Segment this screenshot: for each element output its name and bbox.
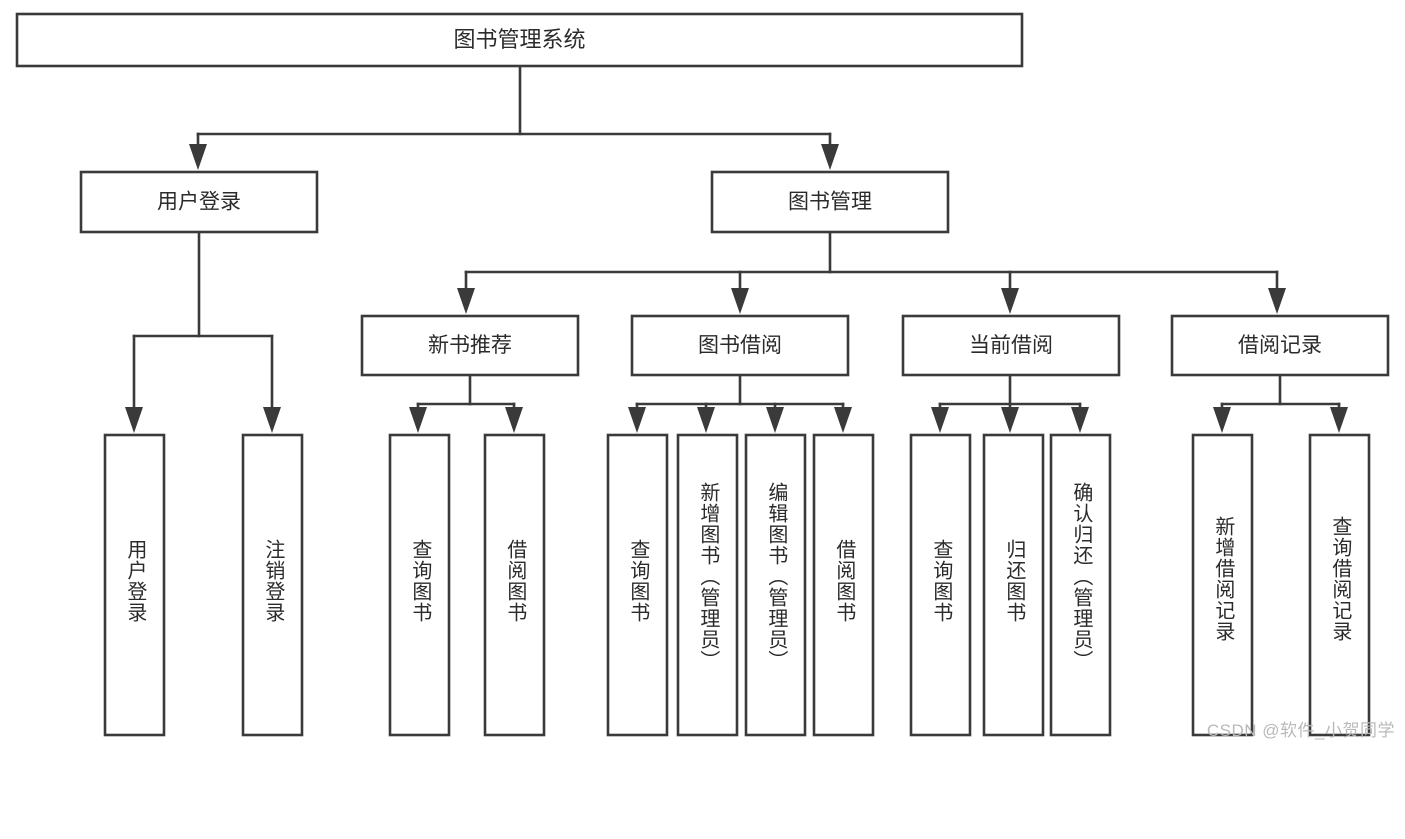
node-label-root: 图书管理系统	[453, 27, 585, 52]
arrow-head-icon	[189, 144, 207, 170]
node-label-new-book-rec: 新书推荐	[428, 334, 512, 357]
node-box-leaf-add-record[interactable]	[1191, 433, 1254, 737]
connector-borrow-record	[1213, 373, 1348, 433]
node-box-borrow-record[interactable]	[1170, 314, 1390, 377]
connector-current-borrow	[931, 373, 1089, 433]
connector-new-book-rec	[409, 373, 523, 433]
arrow-head-icon	[821, 144, 839, 170]
node-box-leaf-query-book-cb[interactable]	[909, 433, 972, 737]
arrow-head-icon	[766, 407, 784, 433]
arrow-head-icon	[1268, 288, 1286, 314]
node-box-leaf-edit-book[interactable]	[744, 433, 807, 737]
arrow-head-icon	[125, 407, 143, 433]
node-box-leaf-user-login[interactable]	[103, 433, 166, 737]
node-label-book-borrow: 图书借阅	[698, 334, 782, 357]
node-box-leaf-return-book[interactable]	[982, 433, 1045, 737]
node-box-new-book-rec[interactable]	[360, 314, 580, 377]
node-box-leaf-query-book-bb[interactable]	[606, 433, 669, 737]
diagram-canvas-root: 图书管理系统用户登录图书管理新书推荐图书借阅当前借阅借阅记录 用户登录注销登录查…	[15, 12, 1395, 740]
node-box-leaf-borrow-book-bb[interactable]	[812, 433, 875, 737]
node-box-leaf-query-record[interactable]	[1308, 433, 1371, 737]
node-box-book-manage[interactable]	[710, 170, 950, 234]
arrow-head-icon	[931, 407, 949, 433]
node-box-current-borrow[interactable]	[901, 314, 1121, 377]
arrow-head-icon	[834, 407, 852, 433]
node-box-leaf-add-book[interactable]	[676, 433, 739, 737]
connector-root	[189, 64, 839, 170]
arrow-head-icon	[1330, 407, 1348, 433]
csdn-watermark: CSDN @软件_小贺同学	[1206, 721, 1395, 740]
arrow-head-icon	[1213, 407, 1231, 433]
arrow-head-icon	[263, 407, 281, 433]
node-box-leaf-query-book-rec[interactable]	[388, 433, 451, 737]
node-label-book-manage: 图书管理	[788, 191, 872, 214]
connector-user-login	[125, 230, 281, 433]
arrow-head-icon	[505, 407, 523, 433]
node-box-book-borrow[interactable]	[630, 314, 850, 377]
connector-book-borrow	[628, 373, 852, 433]
arrow-head-icon	[731, 288, 749, 314]
node-label-user-login: 用户登录	[157, 191, 241, 214]
node-box-leaf-confirm-return[interactable]	[1049, 433, 1112, 737]
node-box-layer	[15, 12, 1390, 737]
node-label-current-borrow: 当前借阅	[969, 334, 1053, 357]
arrow-head-icon	[697, 407, 715, 433]
arrow-head-icon	[457, 288, 475, 314]
connector-layer	[125, 64, 1348, 433]
arrow-head-icon	[628, 407, 646, 433]
node-box-leaf-logout[interactable]	[241, 433, 304, 737]
node-label-borrow-record: 借阅记录	[1238, 334, 1322, 357]
connector-book-manage	[457, 230, 1286, 314]
arrow-head-icon	[1001, 407, 1019, 433]
node-box-root[interactable]	[15, 12, 1024, 68]
arrow-head-icon	[409, 407, 427, 433]
arrow-head-icon	[1071, 407, 1089, 433]
arrow-head-icon	[1001, 288, 1019, 314]
node-box-user-login[interactable]	[79, 170, 319, 234]
node-box-leaf-borrow-book-rec[interactable]	[483, 433, 546, 737]
